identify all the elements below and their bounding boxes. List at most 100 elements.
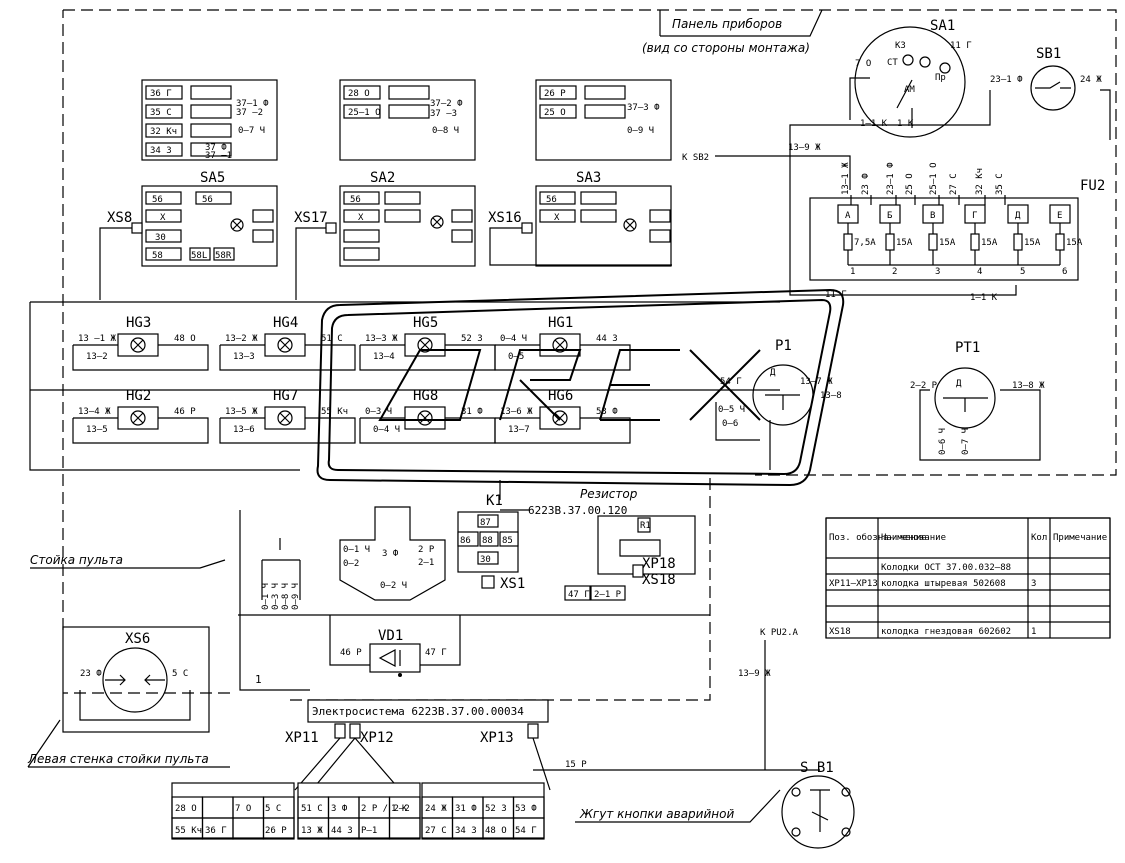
fuse-icon <box>1055 233 1065 251</box>
fu2-rating: 15А <box>896 238 913 248</box>
res-wire-a: 47 Г <box>568 590 590 600</box>
fuse-icon <box>970 233 980 251</box>
instrument-panel-outline <box>62 9 1117 701</box>
connector-cell-label: 31 Ф <box>455 804 477 814</box>
sw3-side1: 37–3 Ф <box>627 103 660 113</box>
relay-k1: K1 87 86 88 85 30 XS1 <box>457 493 525 592</box>
spec-header: Примечание <box>1053 533 1107 543</box>
bus-lines <box>29 301 780 471</box>
fuse-icon <box>1013 233 1023 251</box>
left-wall-leader <box>27 719 230 768</box>
switch-cell-label: 36 Г <box>150 89 172 99</box>
switch-block-2: 28 О25–1 О 37–2 Ф 37 –3 0–8 Ч <box>339 79 476 161</box>
switch-cell-label: 32 Кч <box>150 127 177 137</box>
sa1-kz: КЗ <box>895 41 906 51</box>
lamp-wire <box>219 417 356 444</box>
resistor-code: 6223В.37.00.120 <box>528 504 627 517</box>
xs8-plug <box>131 222 143 234</box>
lamp-cross <box>554 339 566 351</box>
sa1-pr: Пр <box>935 73 946 83</box>
lamp-cross <box>554 412 566 424</box>
svg-text:56: 56 <box>546 195 557 205</box>
svg-text:2 Р: 2 Р <box>418 545 435 555</box>
harness-leader <box>575 789 781 823</box>
lamp-wire <box>494 344 631 371</box>
xp12-label: XP12 <box>360 730 394 746</box>
fu2-out: 3 <box>935 267 940 277</box>
console-leader <box>30 559 226 569</box>
svg-text:0–8 Ч: 0–8 Ч <box>281 583 291 610</box>
lamp-label: HG5 <box>413 315 438 331</box>
pt1-b2: 0–7 Ч <box>961 428 971 455</box>
fu2-wire-label: 32 Кч <box>975 168 985 195</box>
spec-cell: 3 <box>1031 579 1036 589</box>
svg-text:56: 56 <box>350 195 361 205</box>
svg-text:87: 87 <box>480 518 491 528</box>
connector-cell-label: 3 Ф <box>331 804 348 814</box>
resistor-caption: Резистор <box>580 487 638 501</box>
lamp-left-wire: 13–5 Ж <box>225 407 258 417</box>
switch-cell <box>190 104 232 119</box>
fu2-letter: Д <box>1015 211 1021 221</box>
svg-text:58: 58 <box>152 251 163 261</box>
connector-cell-label: 28 О <box>175 804 197 814</box>
lamp-left-wire2: 13–2 <box>86 352 108 362</box>
connector-cell-label: 54 Г <box>515 826 537 836</box>
sa1-7o: 7 О <box>855 59 871 69</box>
fu2-wire-label: 23–1 Ф <box>886 162 896 195</box>
p1-13-8: 13–8 <box>820 391 842 401</box>
connector-cell-label: 7 О <box>235 804 251 814</box>
fu2-wire-label: 13–1 Ж <box>841 162 851 195</box>
svg-text:88: 88 <box>482 536 493 546</box>
switch-cell <box>584 104 626 119</box>
sa1-st: СТ <box>887 58 898 68</box>
lamp-right-wire: 31 Ф <box>461 407 483 417</box>
lamp-label: HG3 <box>126 315 151 331</box>
lamp-icon <box>552 410 568 426</box>
pt1-13-8: 13–8 Ж <box>1012 381 1045 391</box>
connector-cell-label: 52 З <box>485 804 507 814</box>
fu2-out: 4 <box>977 267 982 277</box>
lamp-wire <box>494 417 631 444</box>
switch-cell-label: 25–1 О <box>348 108 381 118</box>
connector-cell-label: 5 С <box>265 804 281 814</box>
xs16-label: XS16 <box>488 210 522 226</box>
svg-text:Х: Х <box>358 213 364 223</box>
connector-cell-label: 24 Ж <box>425 804 447 814</box>
electrosystem: Электросистема 6223В.37.00.00034 XP11 XP… <box>285 699 820 791</box>
sa1-1k: 1 К <box>897 119 914 129</box>
switch-cell <box>388 104 430 119</box>
sa1-am: АМ <box>904 85 915 95</box>
lamp-left-wire: 0–4 Ч <box>500 334 527 344</box>
button-sb1-bottom: S B1 <box>781 760 855 849</box>
switch-cell-label: 25 О <box>544 108 566 118</box>
switch-cell-label: 26 Р <box>544 89 566 99</box>
lamp-cross <box>279 412 291 424</box>
sw1-side2: 37 –2 <box>236 108 263 118</box>
lamp-left-wire2: 0–4 Ч <box>373 425 400 435</box>
switch-cell <box>145 142 183 157</box>
switch-cell <box>145 104 183 119</box>
switch-cell <box>388 85 430 100</box>
panel-caption-2: (вид со стороны монтажа) <box>642 41 810 55</box>
lamp-wire <box>219 344 356 371</box>
fu2-rating: 15А <box>1066 238 1083 248</box>
lamp-left-wire: 0–3 Ч <box>365 407 392 417</box>
fu2-out: 5 <box>1020 267 1025 277</box>
lamp-icon <box>130 337 146 353</box>
vd1-left: 46 Р <box>340 648 362 658</box>
lamp-left-wire: 13–6 Ж <box>500 407 533 417</box>
spec-cell: колодка гнездовая 602602 <box>881 627 1011 637</box>
sb1-right: 24 Ж <box>1080 75 1102 85</box>
p1-54g: 54 Г <box>720 377 742 387</box>
lamp-right-wire: 53 Ф <box>596 407 618 417</box>
lamp-left-wire2: 13–4 <box>373 352 395 362</box>
switch-cell-label: 34 З <box>150 146 172 156</box>
lamp-right-wire: 48 О <box>174 334 196 344</box>
panel-caption: Панель приборов <box>672 17 782 31</box>
ignition-switch-sa1: SA1 КЗ 11 Г 7 О СТ АМ Пр 1–1 К 1 К <box>849 18 972 138</box>
